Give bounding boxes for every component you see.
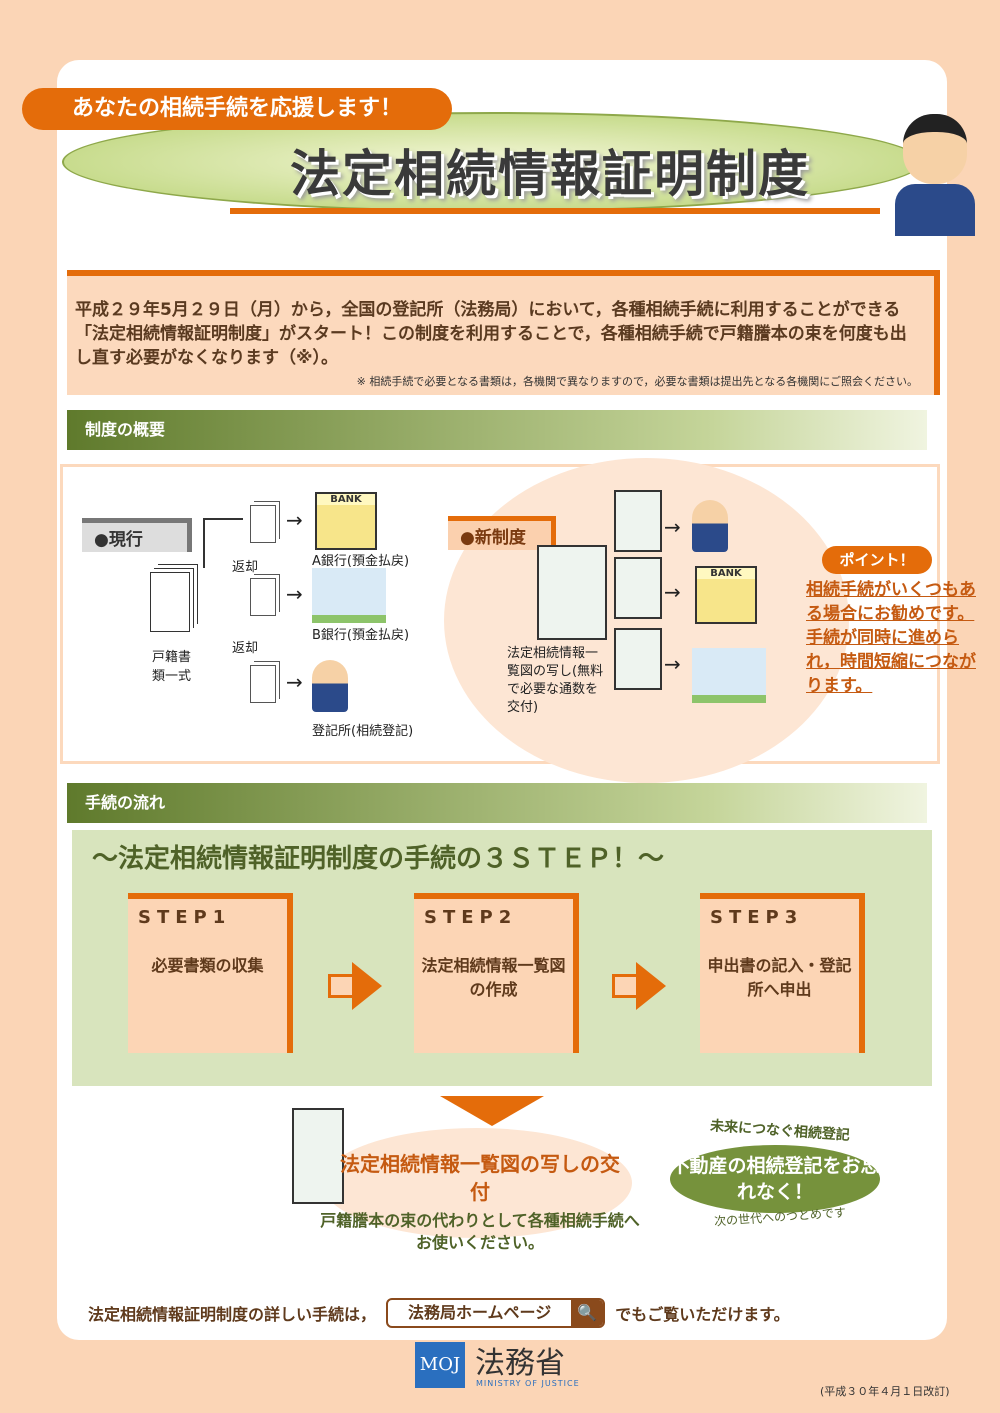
search-icon[interactable]: 🔍 — [571, 1300, 604, 1326]
step-text: 法定相続情報一覧図の作成 — [421, 956, 566, 999]
certificate-copy-icon — [614, 490, 662, 552]
ministry-name: 法務省 — [475, 1346, 565, 1381]
step-label: STEP1 — [138, 907, 232, 928]
return-label: 返却 — [232, 560, 259, 575]
delivery-ellipse — [322, 1128, 632, 1238]
arrow-right-icon — [352, 962, 382, 1010]
arrow-right-icon — [328, 974, 354, 998]
registry-label: 登記所(相続登記) — [312, 724, 414, 739]
step-label: STEP3 — [710, 907, 804, 928]
bank-b-icon — [312, 568, 386, 623]
arrow-down-icon — [440, 1096, 544, 1126]
certificate-sheet-icon — [537, 545, 607, 640]
footer-suffix: でもご覧いただけます。 — [615, 1305, 790, 1324]
registry-officer-icon — [312, 660, 348, 712]
document-stack-icon — [150, 572, 190, 632]
point-badge: ポイント！ — [822, 546, 932, 574]
page-title: 法定相続情報証明制度 — [290, 145, 810, 203]
intro-box: 平成２９年5月２９日（月）から，全国の登記所（法務局）において，各種相続手続に利… — [67, 270, 940, 395]
section-heading-overview: 制度の概要 — [67, 410, 927, 450]
arrow-right-icon — [636, 962, 666, 1010]
search-box[interactable]: 法務局ホームページ 🔍 — [386, 1298, 606, 1328]
intro-text: 平成２９年5月２９日（月）から，全国の登記所（法務局）において，各種相続手続に利… — [75, 300, 907, 368]
step-text: 必要書類の収集 — [151, 956, 264, 975]
bank-icon — [692, 648, 766, 703]
current-system-tag: ●現行 — [82, 518, 192, 552]
speech-bubble: 不動産の相続登記をお忘れなく！ — [670, 1145, 880, 1213]
certificate-copy-icon — [614, 557, 662, 619]
arrow-right-icon — [612, 974, 638, 998]
step-3-card: STEP3 申出書の記入・登記所へ申出 — [700, 893, 865, 1053]
certificate-copy-icon — [614, 628, 662, 690]
arrow-right-icon: → — [286, 508, 303, 532]
bank-sign: BANK — [317, 494, 375, 505]
tagline-badge: あなたの相続手続を応援します！ — [22, 88, 452, 130]
delivery-title: 法定相続情報一覧図の写しの交付 — [340, 1152, 620, 1204]
intro-note: ※ 相続手続で必要となる書類は，各機関で異なりますので，必要な書類は提出先となる… — [356, 375, 918, 388]
section-heading-flow: 手続の流れ — [67, 783, 927, 823]
sheet-label: 法定相続情報一覧図の写し(無料で必要な通数を交付) — [507, 646, 604, 715]
arrow-right-icon: → — [664, 652, 681, 676]
return-label: 返却 — [232, 641, 259, 656]
search-text[interactable]: 法務局ホームページ — [408, 1303, 552, 1322]
moj-logo-mark: MOJ — [415, 1342, 465, 1388]
businessman-illustration — [895, 100, 975, 250]
bank-a-label: A銀行(預金払戻) — [312, 554, 410, 569]
new-system-tag: ●新制度 — [448, 516, 556, 550]
step-text: 申出書の記入・登記所へ申出 — [707, 956, 852, 999]
step-1-card: STEP1 必要書類の収集 — [128, 893, 293, 1053]
document-icon — [250, 505, 276, 543]
connector-line — [203, 518, 243, 568]
footer-prefix: 法定相続情報証明制度の詳しい手続は， — [88, 1305, 377, 1324]
point-text: 相続手続がいくつもある場合にお勧めです。手続が同時に進められ，時間短縮につながり… — [806, 580, 976, 696]
revision-note: (平成３０年４月１日改訂) — [820, 1385, 950, 1398]
document-icon — [250, 578, 276, 616]
bank-a-icon: BANK — [315, 492, 377, 550]
footer-line: 法定相続情報証明制度の詳しい手続は， 法務局ホームページ 🔍 でもご覧いただけま… — [88, 1298, 790, 1328]
title-underline — [230, 208, 880, 214]
bank-icon: BANK — [695, 566, 757, 624]
document-icon — [250, 665, 276, 703]
arrow-right-icon: → — [664, 580, 681, 604]
arrow-right-icon: → — [664, 515, 681, 539]
arrow-right-icon: → — [286, 582, 303, 606]
bank-sign: BANK — [697, 568, 755, 579]
registry-officer-icon — [692, 500, 728, 552]
certificate-sheet-icon — [292, 1108, 344, 1204]
ministry-english: MINISTRY OF JUSTICE — [476, 1379, 580, 1388]
docs-label: 戸籍書類一式 — [152, 650, 192, 684]
steps-title: ～法定相続情報証明制度の手続の３ＳＴＥＰ！～ — [92, 844, 665, 874]
arrow-right-icon: → — [286, 670, 303, 694]
delivery-subtitle: 戸籍謄本の束の代わりとして各種相続手続へお使いください。 — [320, 1211, 640, 1252]
bank-b-label: B銀行(預金払戻) — [312, 628, 410, 643]
step-2-card: STEP2 法定相続情報一覧図の作成 — [414, 893, 579, 1053]
step-label: STEP2 — [424, 907, 518, 928]
